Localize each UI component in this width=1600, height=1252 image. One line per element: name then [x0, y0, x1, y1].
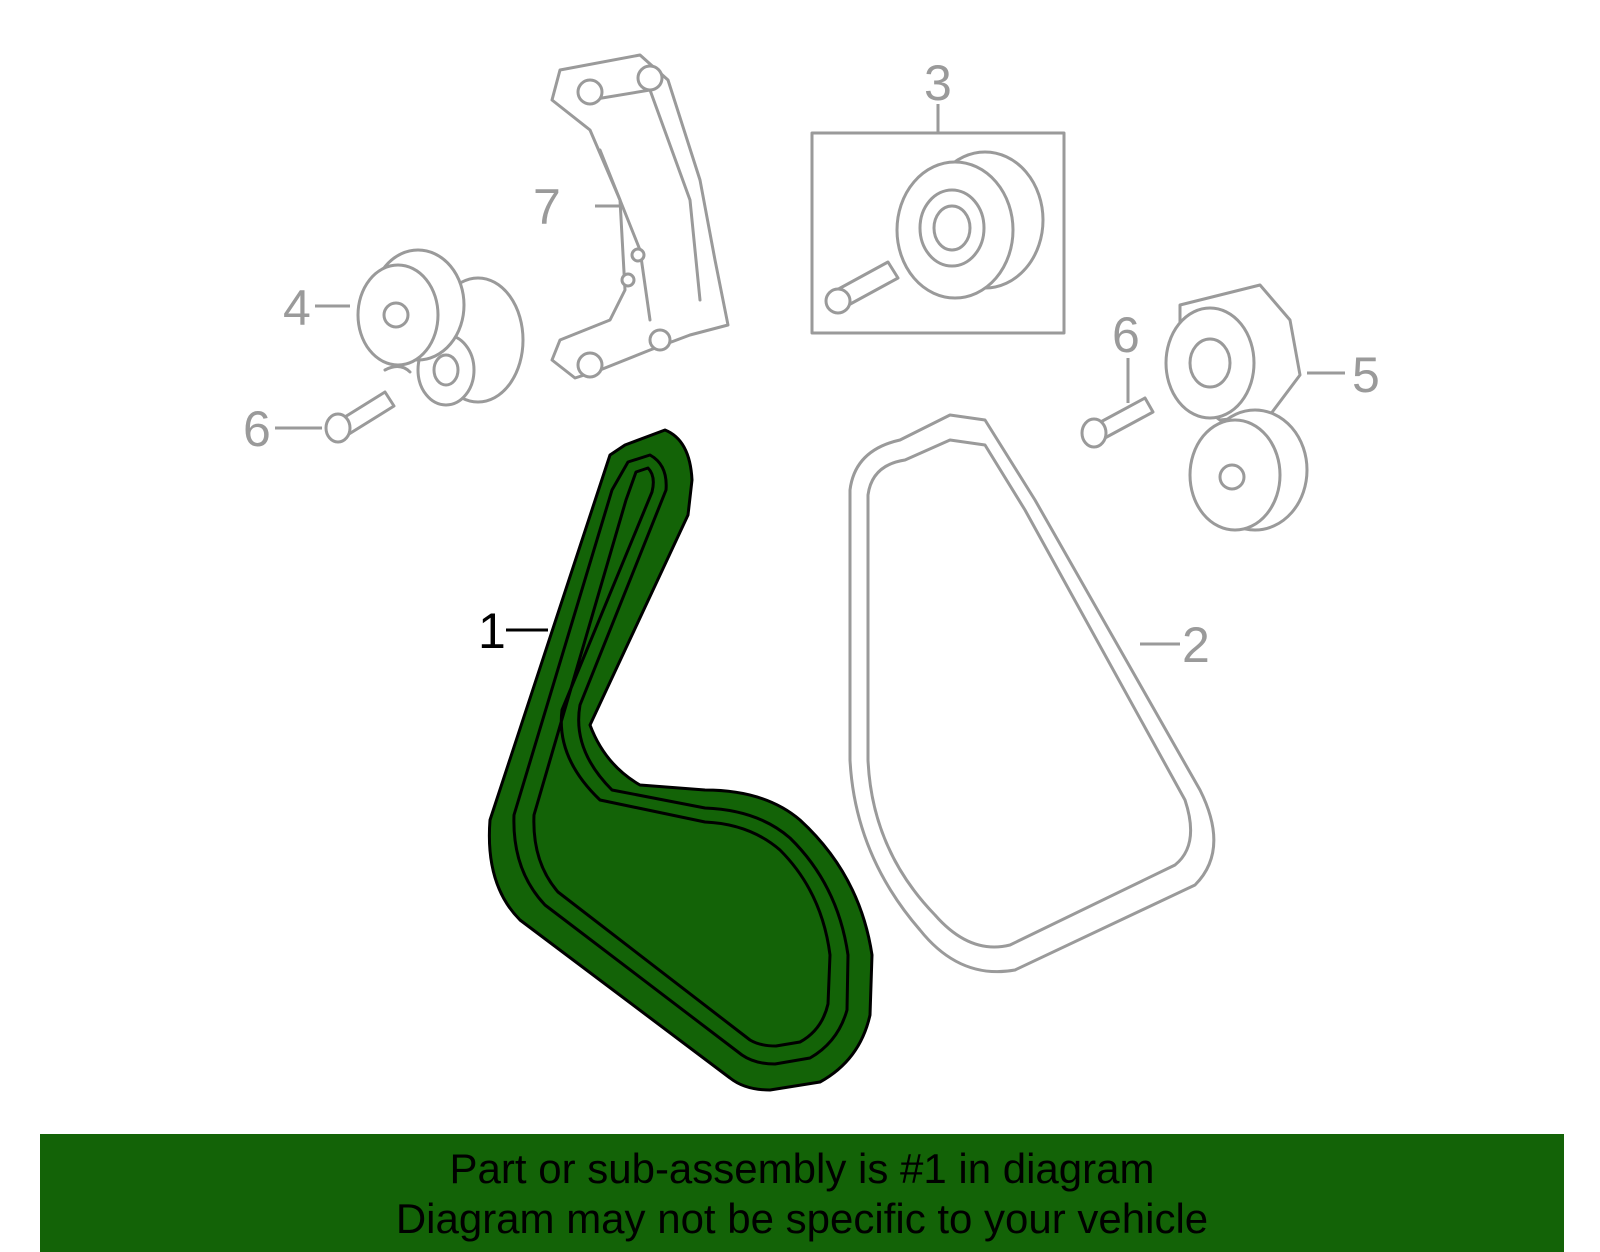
callout-3[interactable]: 3: [924, 55, 952, 111]
bolt-part-6-left[interactable]: [324, 390, 396, 444]
belt-part-2[interactable]: [848, 413, 1216, 974]
idler-box-part-3[interactable]: [810, 104, 1066, 335]
callout-6-right[interactable]: 6: [1112, 307, 1140, 363]
callout-5[interactable]: 5: [1352, 347, 1380, 403]
bolt-part-6-right[interactable]: [1080, 396, 1155, 449]
banner-line-2: Diagram may not be specific to your vehi…: [395, 1195, 1209, 1242]
callout-7[interactable]: 7: [533, 179, 561, 235]
callout-2[interactable]: 2: [1182, 617, 1210, 673]
info-banner: Part or sub-assembly is #1 in diagram Di…: [40, 1134, 1564, 1252]
callout-1[interactable]: 1: [478, 603, 506, 659]
bracket-part-7[interactable]: [550, 53, 730, 380]
tensioner-part-4[interactable]: [356, 248, 525, 407]
callout-4[interactable]: 4: [283, 280, 311, 336]
callout-6-left[interactable]: 6: [243, 401, 271, 457]
banner-line-1: Part or sub-assembly is #1 in diagram: [449, 1145, 1155, 1192]
belt-part-1-highlighted[interactable]: [487, 428, 874, 1092]
tensioner-part-5[interactable]: [1164, 283, 1309, 532]
